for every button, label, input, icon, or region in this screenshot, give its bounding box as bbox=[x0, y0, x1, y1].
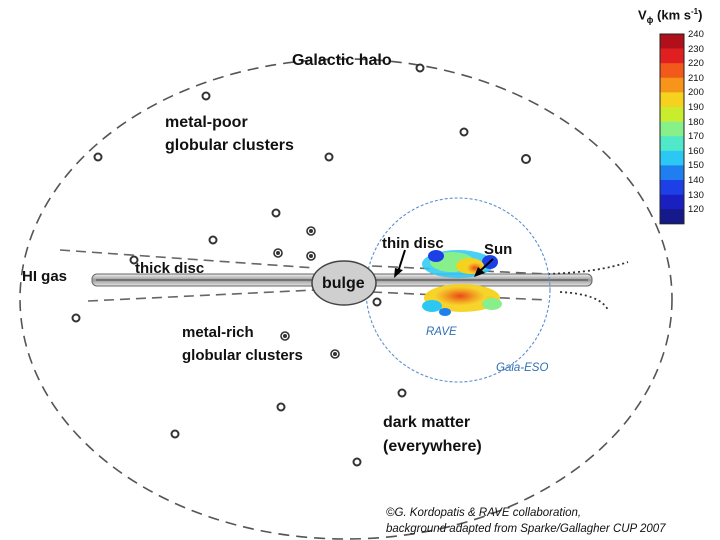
velocity-colorbar bbox=[659, 33, 685, 225]
thin-disc-arrow bbox=[394, 249, 406, 278]
cluster-dot bbox=[93, 152, 103, 162]
colorbar-tick-label: 150 bbox=[688, 160, 704, 172]
colorbar-title-close: ) bbox=[698, 7, 703, 23]
cluster-dot-rich bbox=[280, 331, 290, 341]
thin-disc-label: thin disc bbox=[382, 235, 444, 252]
colorbar-frame bbox=[659, 33, 685, 225]
colorbar-swatch bbox=[660, 121, 684, 137]
colorbar-title-sub: ϕ bbox=[646, 14, 654, 25]
colorbar-tick-label: 160 bbox=[688, 145, 704, 157]
halo-clusters bbox=[71, 63, 531, 467]
dark-matter-label: dark matter bbox=[383, 414, 471, 431]
colorbar-title-unit: (km s bbox=[653, 7, 691, 23]
colorbar-tick-label: 170 bbox=[688, 131, 704, 143]
cluster-dot bbox=[201, 91, 211, 101]
colorbar-tick-label: 210 bbox=[688, 72, 704, 84]
colorbar-swatch bbox=[660, 34, 684, 49]
cluster-dot bbox=[459, 127, 469, 137]
rave-label: RAVE bbox=[426, 326, 457, 338]
gaia-eso-circle bbox=[365, 197, 551, 383]
colorbar-swatch bbox=[660, 136, 684, 152]
halo-ellipse bbox=[19, 58, 673, 540]
cluster-dot bbox=[521, 154, 531, 164]
cluster-dot bbox=[352, 457, 362, 467]
bulge-label: bulge bbox=[322, 275, 365, 292]
cluster-dot-rich bbox=[306, 226, 316, 236]
cluster-dot bbox=[271, 208, 281, 218]
colorbar-title: Vϕ (km s-1) bbox=[638, 7, 702, 25]
colorbar-swatch bbox=[660, 48, 684, 64]
colorbar-tick-label: 230 bbox=[688, 43, 704, 55]
colorbar-swatch bbox=[660, 77, 684, 93]
sun-arrow bbox=[474, 258, 494, 277]
colorbar-tick-label: 200 bbox=[688, 87, 704, 99]
cluster-dot bbox=[170, 429, 180, 439]
colorbar-swatch bbox=[660, 209, 684, 225]
colorbar-swatch bbox=[660, 194, 684, 210]
disc-warp-upper bbox=[547, 261, 629, 275]
colorbar-tick-label: 220 bbox=[688, 58, 704, 70]
gaia-eso-label: Gaia-ESO bbox=[496, 362, 549, 374]
cluster-dot bbox=[71, 313, 81, 323]
metal-poor-clusters-label: globular clusters bbox=[165, 137, 294, 154]
cluster-dot-rich bbox=[273, 248, 283, 258]
cluster-dot bbox=[415, 63, 425, 73]
halo-label: Galactic halo bbox=[292, 52, 392, 69]
disc-warp-lower bbox=[559, 291, 609, 311]
metal-rich-clusters bbox=[273, 226, 340, 359]
cluster-dot bbox=[129, 255, 139, 265]
cluster-dot bbox=[397, 388, 407, 398]
dark-matter-sub-label: (everywhere) bbox=[383, 438, 482, 455]
metal-poor-label: metal-poor bbox=[165, 114, 248, 131]
colorbar-swatch bbox=[660, 165, 684, 181]
colorbar-tick-label: 190 bbox=[688, 102, 704, 113]
colorbar-swatch bbox=[660, 107, 684, 122]
colorbar-tick-label: 240 bbox=[688, 29, 704, 40]
metal-rich-label: metal-rich bbox=[182, 324, 254, 341]
colorbar-tick-label: 130 bbox=[688, 189, 704, 201]
colorbar-tick-label: 180 bbox=[688, 116, 704, 128]
colorbar-swatch bbox=[660, 180, 684, 195]
hi-gas-label: HI gas bbox=[22, 268, 68, 285]
bulge-ellipse bbox=[311, 260, 377, 306]
credit-text: ©G. Kordopatis & RAVE collaboration, bac… bbox=[386, 505, 666, 537]
thick-disc-label: thick disc bbox=[135, 260, 205, 277]
colorbar-tick-label: 120 bbox=[688, 204, 704, 216]
cluster-dot bbox=[324, 152, 334, 162]
cluster-dot bbox=[276, 402, 286, 412]
credit-line-1: ©G. Kordopatis & RAVE collaboration, bbox=[386, 507, 582, 519]
cluster-dot-rich bbox=[306, 251, 316, 261]
colorbar-swatch bbox=[660, 92, 684, 108]
credit-line-2: background adapted from Sparke/Gallagher… bbox=[386, 523, 666, 536]
colorbar-tick-label: 140 bbox=[688, 175, 704, 186]
colorbar-title-main: V bbox=[638, 7, 647, 23]
cluster-dot-rich bbox=[330, 349, 340, 359]
colorbar-swatch bbox=[660, 150, 684, 166]
sun-label: Sun bbox=[484, 241, 513, 258]
colorbar-swatch bbox=[660, 63, 684, 79]
cluster-dot bbox=[208, 235, 218, 245]
metal-rich-clusters-label: globular clusters bbox=[182, 347, 303, 364]
cluster-dot bbox=[372, 297, 382, 307]
colorbar-title-sup: -1 bbox=[691, 7, 699, 16]
